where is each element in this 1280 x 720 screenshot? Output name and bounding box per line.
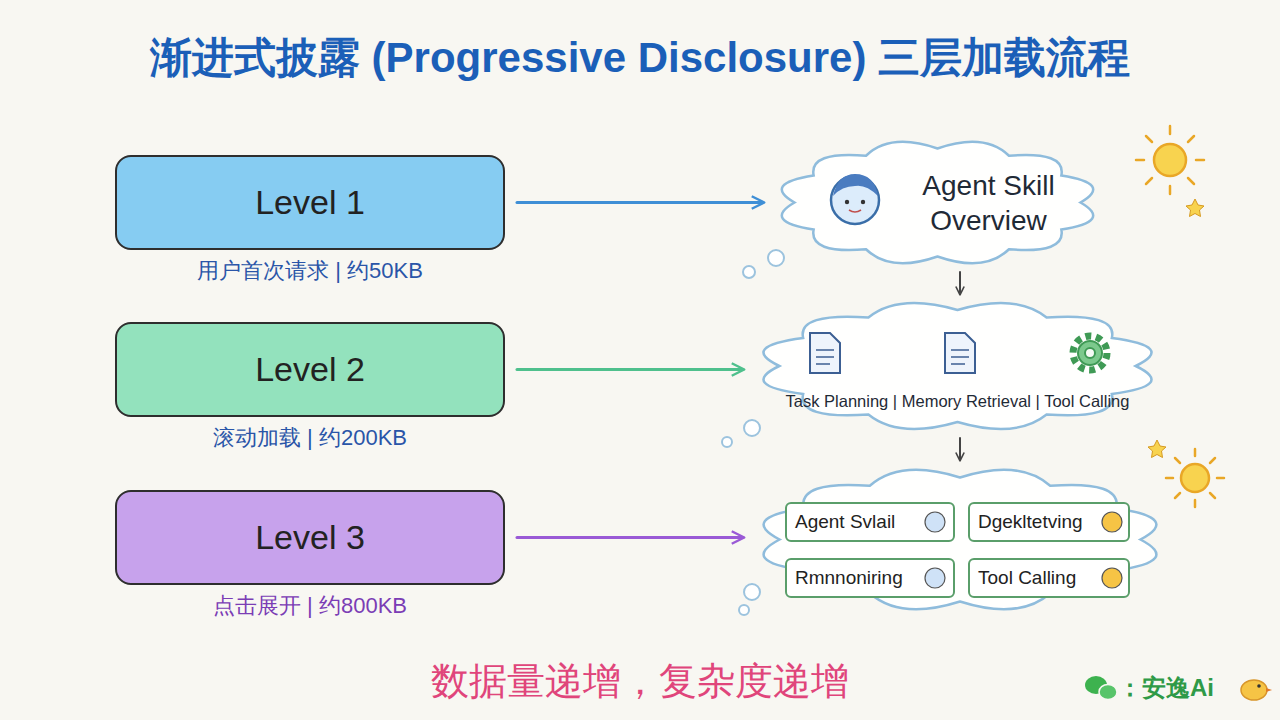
thought-cloud: Agent Skill Overview [775, 135, 1100, 270]
level-subtitle: 用户首次请求 | 约50KB [97, 256, 523, 286]
avatar-icon [831, 174, 879, 224]
thought-cloud: Task Planning | Memory Retrieval | Tool … [755, 296, 1160, 436]
flow-arrow [517, 368, 743, 371]
bird-icon [1241, 680, 1272, 700]
level-subtitle: 滚动加载 | 约200KB [97, 423, 523, 453]
skill-chip: Dgekltetving [968, 502, 1130, 542]
skill-chip: Rmnnoniring [785, 558, 955, 598]
chip-label: Rmnnoniring [795, 567, 903, 589]
chip-label: Dgekltetving [978, 511, 1083, 533]
level-box: Level 1用户首次请求 | 约50KB [115, 155, 505, 250]
document-icon [810, 333, 975, 373]
cloud-outline [755, 462, 1165, 617]
bubble [768, 250, 784, 266]
bubble [722, 437, 732, 447]
face-emoji [925, 512, 1122, 588]
chip-label: Tool Calling [978, 567, 1076, 589]
bubble [744, 584, 760, 600]
gear-icon [1073, 336, 1107, 370]
cloud-outline [755, 296, 1160, 436]
bubble [744, 420, 760, 436]
cloud-label: Task Planning | Memory Retrieval | Tool … [786, 392, 1130, 411]
bubble [739, 605, 749, 615]
level-label: Level 1 [255, 183, 365, 222]
star-icon [1148, 199, 1204, 458]
cloud-shape [763, 303, 1151, 429]
cloud-label: Agent Skill Overview [894, 168, 1084, 238]
flow-arrow [517, 201, 763, 204]
watermark: ：安逸Ai [1118, 672, 1214, 704]
cloud-outline [775, 135, 1100, 270]
flow-arrow [959, 438, 961, 460]
title: 渐进式披露 (Progressive Disclosure) 三层加载流程 [0, 30, 1280, 86]
cloud-shape [764, 470, 1157, 609]
cloud-shape [782, 142, 1093, 263]
level-label: Level 2 [255, 350, 365, 389]
level-box: Level 3点击展开 | 约800KB [115, 490, 505, 585]
skill-chip: Tool Calling [968, 558, 1130, 598]
flow-arrow [959, 272, 961, 294]
thought-bubbles [722, 250, 784, 615]
bubble [743, 266, 755, 278]
level-box: Level 2滚动加载 | 约200KB [115, 322, 505, 417]
sun-icon [1136, 126, 1224, 507]
caption: 数据量递增，复杂度递增 [0, 656, 1280, 707]
level-subtitle: 点击展开 | 约800KB [97, 591, 523, 621]
level-label: Level 3 [255, 518, 365, 557]
skill-chip: Agent Svlail [785, 502, 955, 542]
chip-label: Agent Svlail [795, 511, 895, 533]
flow-arrow [517, 536, 743, 539]
thought-cloud: Agent Svlail DgekltetvingRmnnoniring Tool … [755, 462, 1165, 617]
wechat-icon [1085, 676, 1117, 700]
